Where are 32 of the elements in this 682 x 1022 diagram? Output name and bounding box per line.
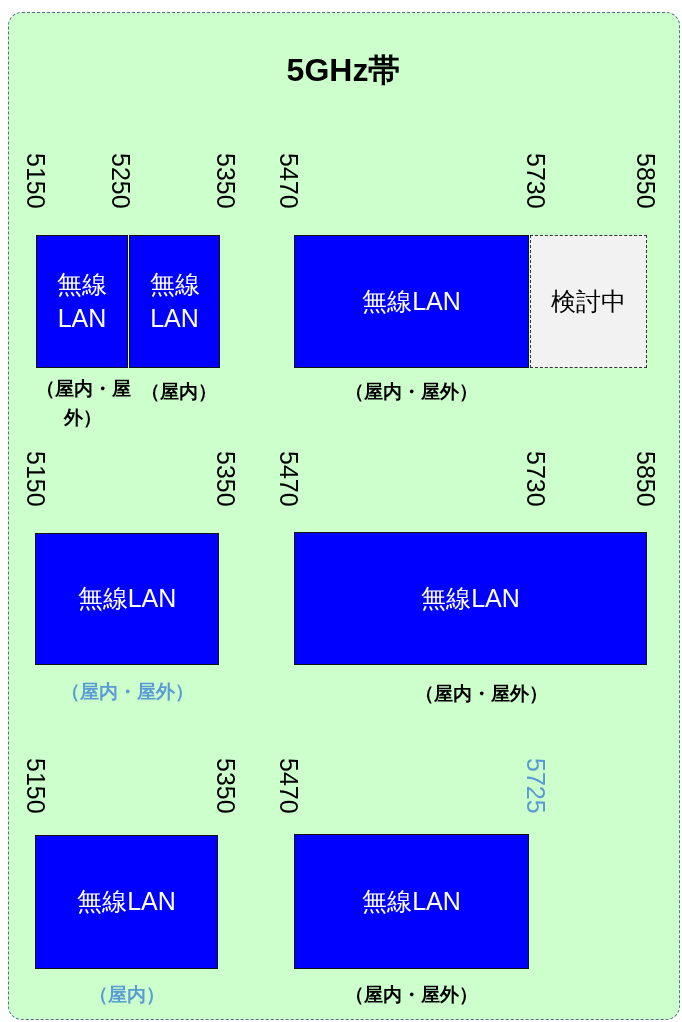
frequency-label: 5730 <box>523 451 548 507</box>
location-note: （屋内・屋外） <box>413 682 549 706</box>
frequency-label: 5850 <box>633 451 658 507</box>
band-box: 無線LAN <box>35 835 218 969</box>
pending-band-box: 検討中 <box>530 235 647 368</box>
band-box: 無線LAN <box>129 235 220 368</box>
band-box: 無線LAN <box>294 235 529 368</box>
location-note: （屋内） <box>140 380 218 404</box>
location-note: （屋内） <box>88 983 166 1007</box>
frequency-label: 5470 <box>276 758 301 814</box>
frequency-label: 5470 <box>276 451 301 507</box>
location-note: （屋内・屋外） <box>34 377 132 430</box>
frequency-label: 5350 <box>213 451 238 507</box>
location-note: （屋内・屋外） <box>343 380 479 404</box>
frequency-label: 5250 <box>108 153 133 209</box>
band-box: 無線LAN <box>294 532 647 665</box>
band-box: 無線LAN <box>35 533 219 665</box>
frequency-label: 5350 <box>213 758 238 814</box>
band-box: 無線LAN <box>294 834 529 969</box>
band-panel <box>8 12 680 1020</box>
frequency-label: 5150 <box>23 758 48 814</box>
frequency-label: 5150 <box>23 451 48 507</box>
frequency-label: 5725 <box>523 758 548 814</box>
frequency-label: 5730 <box>523 153 548 209</box>
location-note: （屋内・屋外） <box>59 680 195 704</box>
frequency-label: 5350 <box>213 153 238 209</box>
frequency-label: 5150 <box>23 153 48 209</box>
location-note: （屋内・屋外） <box>343 983 479 1007</box>
title: 5GHz帯 <box>285 51 402 90</box>
frequency-label: 5850 <box>633 153 658 209</box>
frequency-label: 5470 <box>276 153 301 209</box>
band-box: 無線LAN <box>36 235 128 368</box>
